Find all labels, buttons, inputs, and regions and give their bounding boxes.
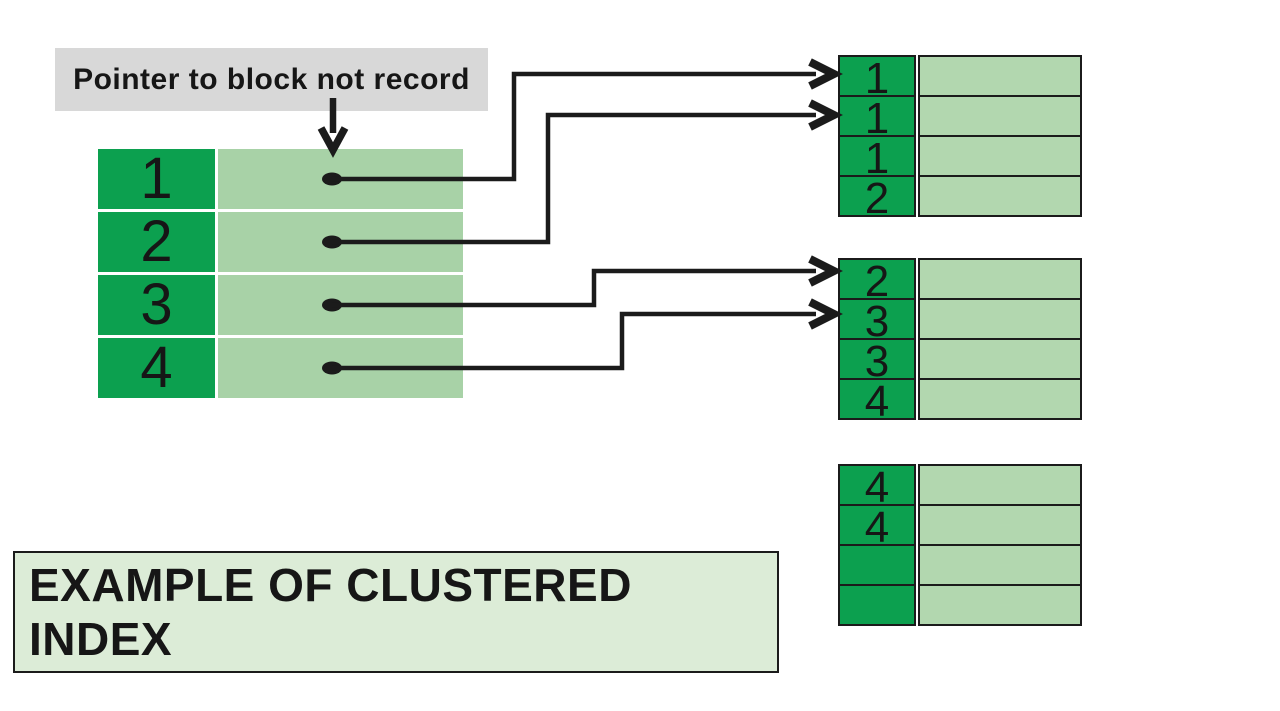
index-key-cell: 1 — [98, 149, 215, 209]
pointer-note-text: Pointer to block not record — [73, 62, 470, 96]
block-key-cell: 2 — [838, 175, 916, 221]
index-row: 1 — [98, 149, 463, 209]
block-record-cell — [918, 584, 1082, 626]
block-key-cell: 4 — [838, 464, 916, 510]
index-key-cell: 3 — [98, 275, 215, 335]
block-record-cell — [918, 258, 1082, 300]
index-key-cell: 2 — [98, 212, 215, 272]
block-key-cell: 1 — [838, 55, 916, 101]
block-record-column — [918, 258, 1082, 420]
block-key-cell: 2 — [838, 258, 916, 304]
arrowhead-icon — [808, 58, 843, 90]
block-key-cell: 1 — [838, 135, 916, 181]
block-key-cell — [838, 544, 916, 586]
block-record-cell — [918, 175, 1082, 217]
block-key-cell: 3 — [838, 298, 916, 344]
block-key-column: 1 1 1 2 — [838, 55, 916, 221]
block-record-cell — [918, 95, 1082, 137]
block-record-cell — [918, 504, 1082, 546]
block-key-column: 4 4 — [838, 464, 916, 626]
block-record-cell — [918, 338, 1082, 380]
block-record-column — [918, 464, 1082, 626]
block-key-cell: 1 — [838, 95, 916, 141]
block-record-cell — [918, 464, 1082, 506]
block-record-cell — [918, 135, 1082, 177]
arrowhead-icon — [808, 99, 843, 131]
block-key-cell: 4 — [838, 504, 916, 550]
index-pointer-cell — [218, 275, 463, 335]
block-key-cell: 4 — [838, 378, 916, 424]
block-key-column: 2 3 3 4 — [838, 258, 916, 424]
block-record-cell — [918, 55, 1082, 97]
index-pointer-cell — [218, 338, 463, 398]
caption-text: EXAMPLE OF CLUSTERED INDEX — [29, 559, 632, 665]
block-record-cell — [918, 378, 1082, 420]
block-key-cell: 3 — [838, 338, 916, 384]
index-table: 1 2 3 4 — [98, 149, 463, 398]
block-record-cell — [918, 298, 1082, 340]
index-row: 4 — [98, 338, 463, 398]
index-key-cell: 4 — [98, 338, 215, 398]
block-record-column — [918, 55, 1082, 217]
arrowhead-icon — [808, 255, 843, 287]
pointer-note-box: Pointer to block not record — [55, 48, 488, 111]
caption-box: EXAMPLE OF CLUSTERED INDEX — [13, 551, 779, 673]
index-row: 2 — [98, 212, 463, 272]
arrowhead-icon — [808, 298, 843, 330]
note-arrowhead-icon — [317, 126, 349, 158]
data-block-2: 2 3 3 4 — [838, 258, 1082, 424]
index-pointer-cell — [218, 149, 463, 209]
data-block-3: 4 4 — [838, 464, 1082, 626]
index-row: 3 — [98, 275, 463, 335]
data-block-1: 1 1 1 2 — [838, 55, 1082, 221]
block-key-cell — [838, 584, 916, 626]
index-pointer-cell — [218, 212, 463, 272]
block-record-cell — [918, 544, 1082, 586]
